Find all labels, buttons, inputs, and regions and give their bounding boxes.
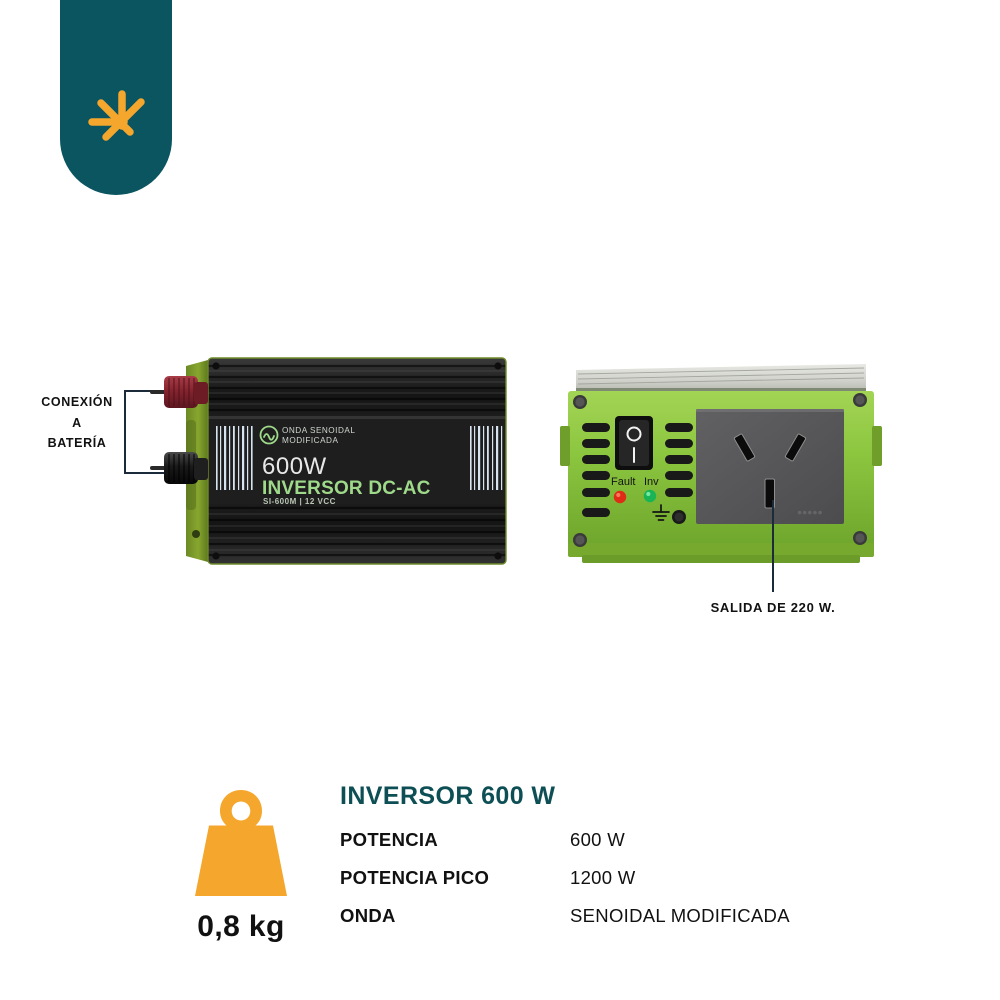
spec-value-potencia-pico: 1200 W xyxy=(570,867,636,888)
stripe-graphic-left xyxy=(216,426,253,490)
outlet-callout-label: SALIDA DE 220 W. xyxy=(710,600,836,615)
stripe-graphic-right xyxy=(470,426,503,490)
black-battery-terminal-icon xyxy=(150,452,208,484)
onda-badge-line-2: MODIFICADA xyxy=(282,436,338,445)
sine-wave-circle-icon xyxy=(259,425,279,445)
bracket-left-icon xyxy=(124,390,168,474)
watts-label: 600W xyxy=(262,453,327,480)
battery-callout-line-1: CONEXIÓN xyxy=(41,395,113,409)
specifications-section: 0,8 kg INVERSOR 600 W POTENCIA 600 W POT… xyxy=(180,780,880,944)
weight-badge: 0,8 kg xyxy=(180,780,302,944)
red-led-icon xyxy=(613,490,627,504)
spec-row: POTENCIA 600 W xyxy=(340,829,880,851)
weight-kettlebell-icon xyxy=(195,790,287,896)
earth-ground-icon xyxy=(652,504,670,521)
spec-label-onda: ONDA xyxy=(340,905,396,926)
battery-connection-callout: CONEXIÓN A BATERÍA xyxy=(34,392,120,454)
model-title-label: INVERSOR DC-AC xyxy=(262,478,431,499)
leader-line-icon xyxy=(772,500,775,592)
green-led-icon xyxy=(643,489,657,503)
orange-asterisk-arrow-icon xyxy=(88,90,145,141)
vent-slot-icon xyxy=(665,423,693,497)
inverter-rear-view-image: Fault Inv ●●●●● xyxy=(560,364,882,563)
spec-row: POTENCIA PICO 1200 W xyxy=(340,867,880,889)
rocker-switch-icon[interactable] xyxy=(615,416,653,470)
socket-emboss-text: ●●●●● xyxy=(797,507,823,517)
led-inv-label: Inv xyxy=(644,476,659,488)
spec-row: ONDA SENOIDAL MODIFICADA xyxy=(340,905,880,927)
ar-type-i-socket-icon: ●●●●● xyxy=(696,409,844,524)
led-fault-label: Fault xyxy=(611,476,635,488)
page-title: INVERSOR 600 W xyxy=(340,782,556,810)
spec-label-potencia-pico: POTENCIA PICO xyxy=(340,867,490,888)
brand-logo xyxy=(60,0,172,195)
spec-label-potencia: POTENCIA xyxy=(340,829,438,850)
inverter-front-view-image: ONDA SENOIDAL MODIFICADA 600W INVERSOR D… xyxy=(150,357,507,565)
ground-screw-icon xyxy=(672,510,686,524)
model-code-label: SI-600M | 12 VCC xyxy=(263,497,336,506)
corner-screw-icon xyxy=(573,393,867,547)
battery-callout-line-3: BATERÍA xyxy=(47,436,107,451)
spec-value-onda: SENOIDAL MODIFICADA xyxy=(570,905,790,926)
battery-callout-line-2: A xyxy=(72,415,82,430)
vent-slot-icon xyxy=(582,423,610,517)
onda-badge-line-1: ONDA SENOIDAL xyxy=(282,426,355,435)
spec-value-potencia: 600 W xyxy=(570,829,625,850)
weight-value-label: 0,8 kg xyxy=(197,910,285,943)
spec-table: INVERSOR 600 W POTENCIA 600 W POTENCIA P… xyxy=(340,780,880,943)
red-battery-terminal-icon xyxy=(150,376,208,408)
